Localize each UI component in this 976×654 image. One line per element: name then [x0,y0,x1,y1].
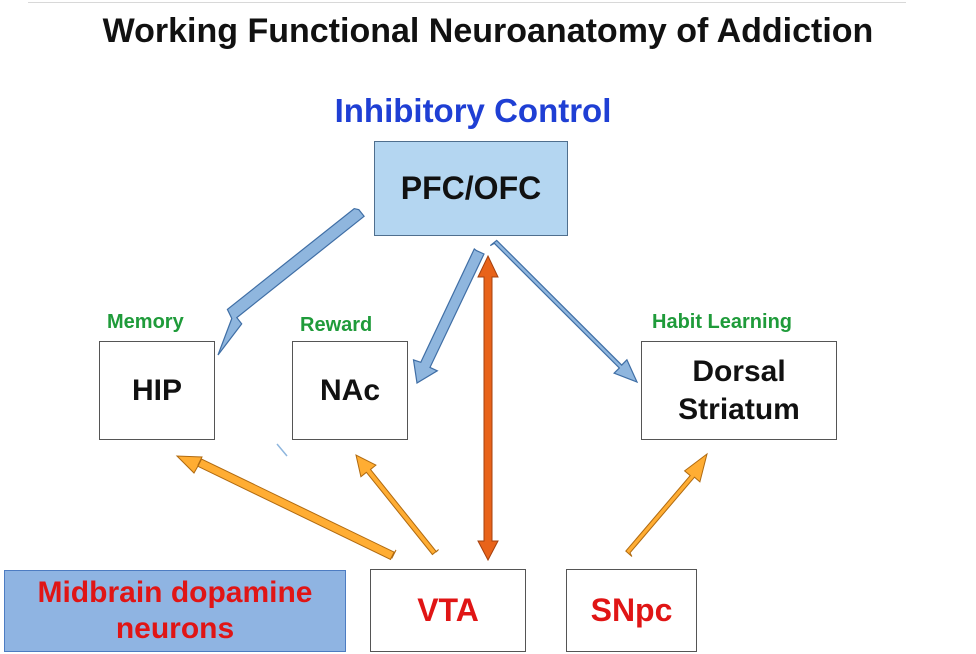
dorsal-label: Dorsal [692,354,786,388]
stray-mark [276,443,288,457]
pfc-ofc-label: PFC/OFC [400,170,542,206]
nac-label: NAc [319,373,380,407]
snpc-label: SNpc [590,592,673,628]
habit-learning-label: Habit Learning [652,311,793,333]
hip-label: HIP [131,373,182,407]
arrow-pfc-vta-bidirectional [477,254,499,562]
dorsal-striatum-box: Dorsal Striatum [641,341,837,440]
arrow-pfc-to-hip [217,207,365,356]
vta-box: VTA [370,569,526,652]
hip-box: HIP [99,341,215,440]
legend-line-1: Midbrain dopamine [37,576,313,609]
top-divider [28,2,906,3]
arrow-vta-to-hip-body [197,458,395,561]
memory-label: Memory [107,311,184,333]
nac-box: NAc [292,341,408,440]
diagram-title: Working Functional Neuroanatomy of Addic… [102,12,874,50]
snpc-box: SNpc [566,569,697,652]
vta-label: VTA [417,592,479,628]
arrow-pfc-to-nac [412,247,485,384]
arrow-pfc-to-dorsal-striatum [489,239,639,384]
arrow-vta-to-nac [355,454,439,556]
pfc-ofc-box: PFC/OFC [374,141,568,236]
reward-label: Reward [300,314,373,336]
legend-line-2: neurons [115,612,235,645]
midbrain-dopamine-neurons-legend: Midbrain dopamine neurons [4,570,346,652]
striatum-label: Striatum [678,392,800,426]
inhibitory-control-heading: Inhibitory Control [334,92,612,129]
arrow-snpc-to-dorsal-striatum [625,452,708,557]
